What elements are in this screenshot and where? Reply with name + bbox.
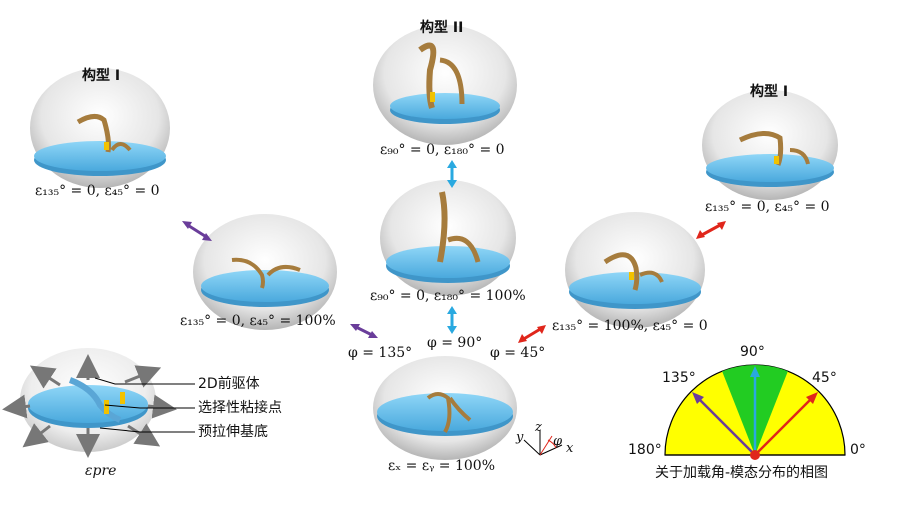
arrow-purple-bottom (350, 324, 378, 338)
arrow-cyan-bottom (447, 306, 457, 334)
axis-label-y: y (516, 430, 524, 445)
arrow-purple-top (182, 221, 212, 241)
legend-bonding-sites: 选择性粘接点 (198, 400, 282, 416)
config-title-top-right: 构型 I (750, 84, 789, 100)
axis-label-x: x (566, 441, 574, 456)
config-title-top-center: 构型 II (420, 20, 464, 36)
equation-pre-strain: εpre (85, 463, 117, 479)
legend-substrate: 预拉伸基底 (198, 424, 268, 440)
arrow-red-bottom (518, 325, 546, 343)
sphere-top-right (702, 90, 838, 200)
config-title-top-left: 构型 I (82, 68, 121, 84)
arrow-cyan-top (447, 160, 457, 188)
phase-tick-90: 90° (740, 344, 765, 360)
phase-tick-135: 135° (662, 370, 696, 386)
sphere-mid-right (565, 212, 705, 328)
arrow-red-top (696, 221, 726, 239)
sphere-bottom-center (373, 356, 517, 460)
equation-top-left: ε₁₃₅° = 0, ε₄₅° = 0 (35, 183, 160, 199)
sphere-top-center (373, 25, 517, 145)
phase-tick-180: 180° (628, 442, 662, 458)
equation-top-right: ε₁₃₅° = 0, ε₄₅° = 0 (705, 199, 830, 215)
phase-tick-45: 45° (812, 370, 837, 386)
legend-precursor: 2D前驱体 (198, 376, 260, 392)
angle-label-45: φ = 45° (490, 345, 546, 361)
angle-label-135: φ = 135° (348, 345, 413, 361)
equation-mid-center: ε₉₀° = 0, ε₁₈₀° = 100% (370, 288, 526, 304)
sphere-top-left (30, 68, 170, 188)
angle-label-90: φ = 90° (427, 335, 483, 351)
phase-diagram (664, 364, 846, 460)
axis-label-phi: φ (553, 434, 563, 449)
equation-bottom-center: εₓ = εᵧ = 100% (388, 458, 495, 474)
axes-triad (523, 430, 563, 456)
equation-mid-left: ε₁₃₅° = 0, ε₄₅° = 100% (180, 313, 336, 329)
phase-diagram-caption: 关于加载角-模态分布的相图 (655, 465, 829, 481)
precursor-schematic (2, 348, 195, 458)
sphere-mid-left (193, 214, 337, 330)
equation-top-center: ε₉₀° = 0, ε₁₈₀° = 0 (380, 142, 505, 158)
phase-tick-0: 0° (850, 442, 866, 458)
equation-mid-right: ε₁₃₅° = 100%, ε₄₅° = 0 (552, 318, 708, 334)
axis-label-z: z (535, 420, 542, 435)
sphere-mid-center (380, 180, 516, 296)
